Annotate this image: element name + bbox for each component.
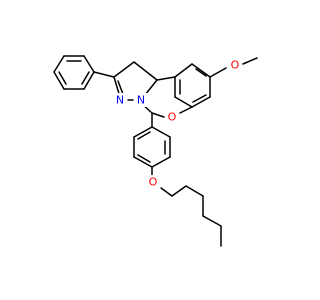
bond-ring-b bbox=[144, 79, 158, 96]
bond-benzo-d2 bbox=[192, 94, 207, 103]
bond-pyr-2 bbox=[113, 61, 135, 78]
bond-ring-a bbox=[156, 76, 176, 81]
bond-ph-1 bbox=[83, 55, 95, 73]
bond-o-arc bbox=[209, 67, 227, 78]
bond-ring-c bbox=[179, 106, 193, 114]
atom-o-ether: O bbox=[149, 176, 158, 189]
bond-ring-d bbox=[151, 112, 165, 118]
bond-benzo-1 bbox=[191, 63, 211, 78]
bond-ar2-4 bbox=[133, 156, 153, 168]
bonds bbox=[53, 55, 258, 247]
bond-ph-attach bbox=[93, 71, 115, 78]
bond-pyr-3d bbox=[117, 80, 124, 95]
bond-ar2-6 bbox=[133, 126, 153, 138]
bond-ar2-d2 bbox=[137, 154, 151, 163]
bond-ph-4 bbox=[53, 71, 65, 90]
bond-ph-3 bbox=[53, 55, 65, 73]
atom-o-methoxy: O bbox=[231, 59, 240, 72]
bond-hex-1 bbox=[171, 185, 187, 197]
bond-hex-4 bbox=[202, 215, 222, 227]
atom-o-ring: O bbox=[168, 111, 177, 124]
structure-diagram: O O N N O bbox=[53, 55, 258, 247]
atom-n-imine: N bbox=[116, 94, 124, 107]
bond-benzo-3 bbox=[191, 96, 211, 108]
bond-ph-6 bbox=[83, 71, 95, 90]
atom-n-bridge: N bbox=[137, 94, 145, 107]
bond-benzo-6 bbox=[174, 63, 193, 78]
bond-benzo-4 bbox=[174, 96, 193, 108]
bond-ph-d2 bbox=[58, 71, 67, 85]
bond-pyr-1 bbox=[133, 61, 158, 81]
atom-labels: O O N N O bbox=[113, 58, 242, 189]
bond-ar2-1 bbox=[151, 126, 171, 138]
bond-hex-2 bbox=[185, 185, 204, 197]
bond-ph-d3 bbox=[81, 71, 90, 85]
bond-hex-0 bbox=[160, 187, 173, 197]
bond-ar2-3 bbox=[151, 156, 171, 168]
bond-methyl-o bbox=[242, 57, 258, 65]
bond-ar2-d3 bbox=[137, 131, 151, 140]
bond-benzo-d1 bbox=[195, 68, 207, 77]
